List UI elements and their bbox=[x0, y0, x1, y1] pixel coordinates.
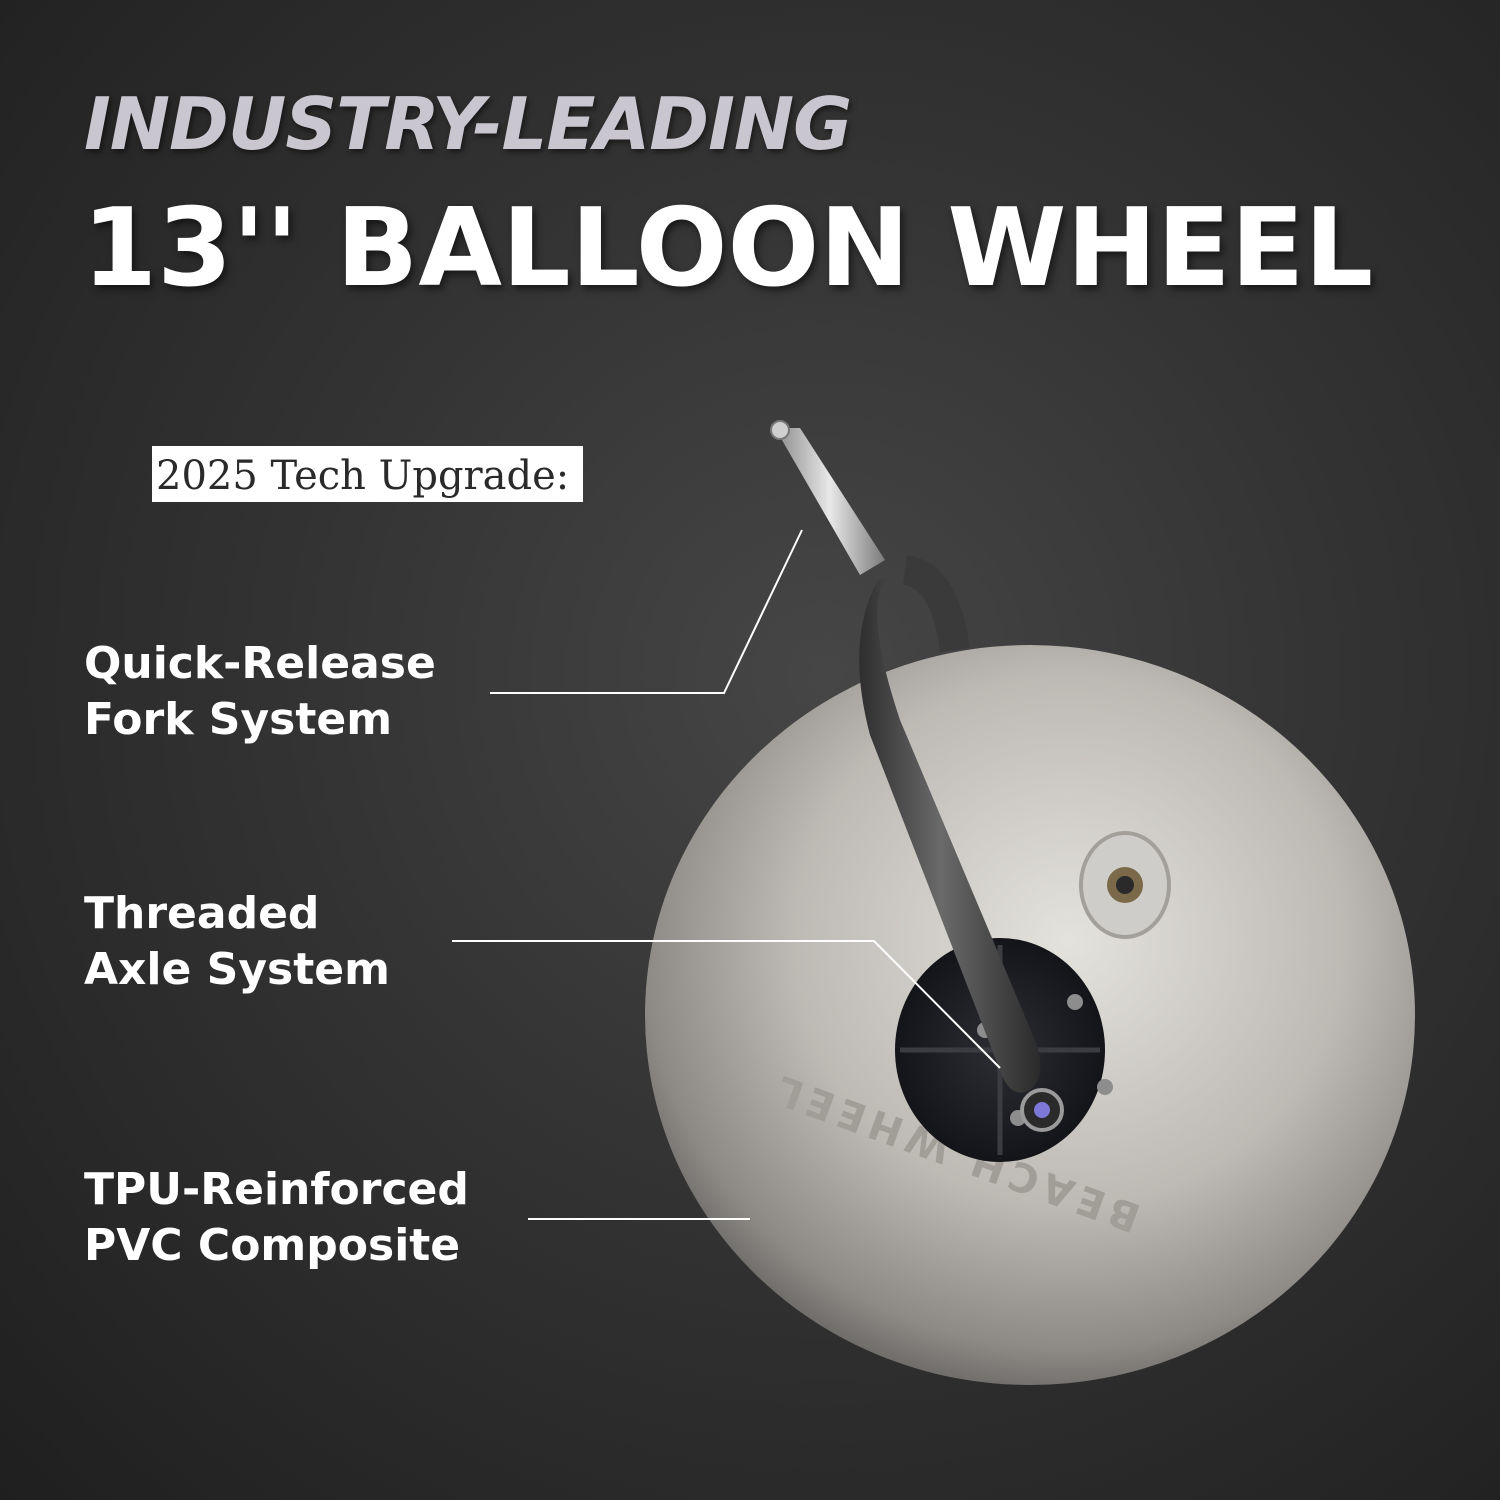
feature-label-line: TPU-Reinforced bbox=[84, 1164, 469, 1215]
hub-bolt bbox=[1067, 994, 1083, 1010]
fork-front-arm bbox=[859, 575, 1041, 1093]
feature-quick-release: Quick-Release Fork System bbox=[84, 636, 436, 748]
axle-bolt bbox=[1034, 1102, 1050, 1118]
feature-label-line: Threaded bbox=[84, 888, 320, 939]
tech-upgrade-badge: 2025 Tech Upgrade: bbox=[152, 446, 584, 502]
headline-kicker: INDUSTRY-LEADING bbox=[84, 82, 852, 166]
headline-title: 13'' BALLOON WHEEL bbox=[82, 186, 1374, 311]
feature-label-line: Fork System bbox=[84, 694, 393, 745]
feature-threaded-axle: Threaded Axle System bbox=[84, 886, 390, 998]
feature-label-line: Quick-Release bbox=[84, 638, 436, 689]
valve-stem-icon bbox=[1079, 831, 1171, 939]
quick-release-pin bbox=[770, 420, 885, 575]
fork-back-arm bbox=[901, 555, 970, 653]
feature-label-line: Axle System bbox=[84, 944, 390, 995]
feature-label-line: PVC Composite bbox=[84, 1220, 461, 1271]
callout-lines bbox=[452, 529, 1001, 1220]
callout-line-axle bbox=[452, 940, 1001, 1069]
feature-tpu-composite: TPU-Reinforced PVC Composite bbox=[84, 1162, 469, 1274]
hub-bolt bbox=[1097, 1079, 1113, 1095]
callout-line-fork bbox=[490, 529, 803, 694]
